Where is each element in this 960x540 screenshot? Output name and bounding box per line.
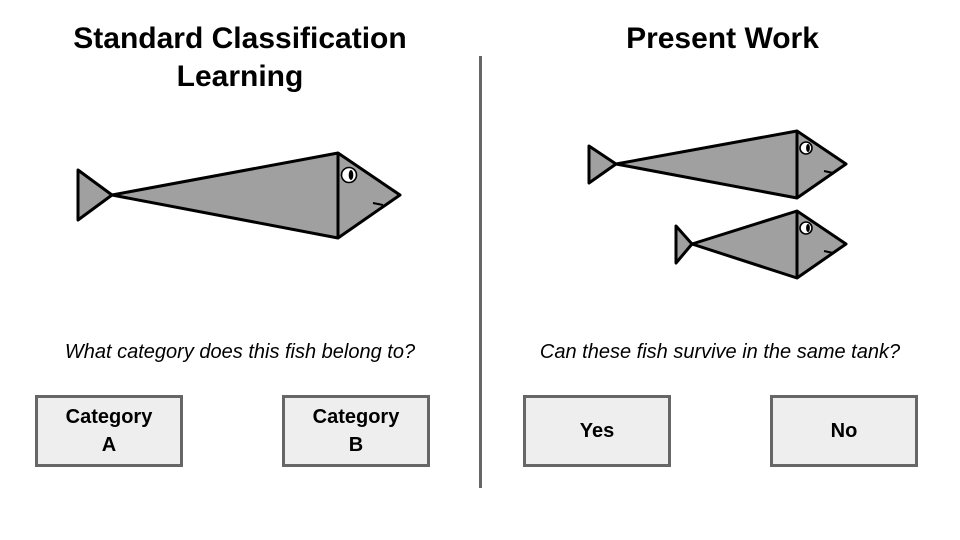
fish-illustration-left [76, 151, 402, 240]
fish-illustration-right-bottom [674, 209, 848, 280]
category-b-button[interactable]: Category B [282, 395, 430, 467]
fish-eye-icon [799, 221, 813, 235]
no-button[interactable]: No [770, 395, 918, 467]
category-a-button[interactable]: Category A [35, 395, 183, 467]
fish-mouth [823, 250, 834, 254]
fish-mouth [372, 202, 384, 206]
fish-eye-icon [340, 166, 358, 184]
right-question-text: Can these fish survive in the same tank? [539, 341, 901, 363]
fish-illustration-right-top [587, 129, 848, 200]
panel-divider [479, 56, 482, 488]
yes-button[interactable]: Yes [523, 395, 671, 467]
fish-mouth [823, 170, 834, 174]
left-panel-title: Standard Classification Learning [73, 22, 407, 93]
left-question-text: What category does this fish belong to? [64, 341, 416, 363]
fish-eye-icon [799, 141, 813, 155]
right-panel-title: Present Work [626, 22, 819, 55]
